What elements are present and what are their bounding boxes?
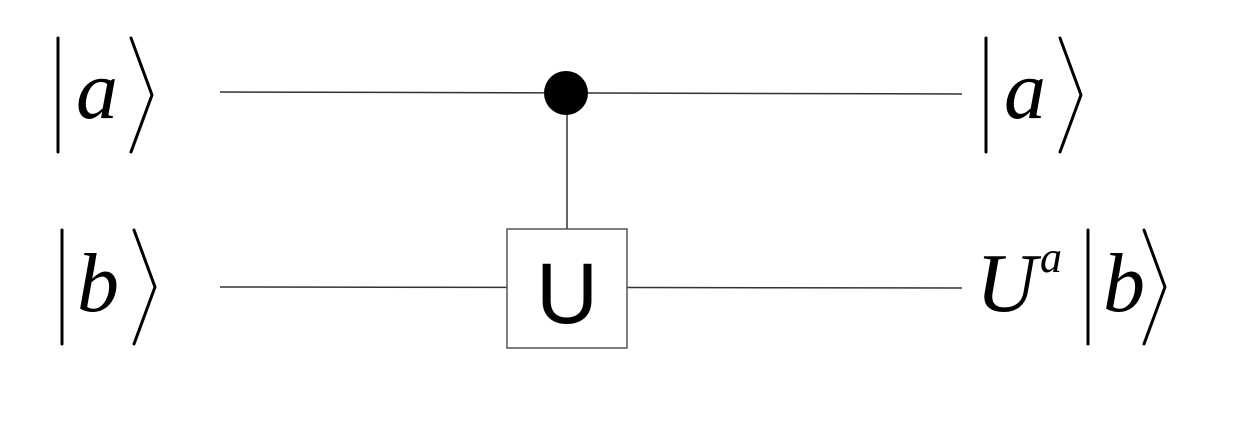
ket-symbol: b xyxy=(77,237,119,330)
output-operator: U xyxy=(976,237,1042,330)
ket-angle xyxy=(1058,36,1083,154)
ket-angle xyxy=(1142,228,1167,346)
gate-u-label: U xyxy=(536,246,598,342)
output-exponent: a xyxy=(1040,233,1062,282)
output-ket-b: U a b xyxy=(976,228,1167,346)
ket-symbol: a xyxy=(76,44,118,137)
ket-angle xyxy=(129,36,154,154)
gate-u-box xyxy=(506,228,628,349)
control-dot xyxy=(544,71,588,115)
output-ket-a: a xyxy=(984,36,1083,154)
wire-qubit-a xyxy=(219,91,963,95)
ket-symbol: b xyxy=(1103,237,1145,330)
ket-angle xyxy=(132,228,157,346)
ket-symbol: a xyxy=(1004,44,1046,137)
input-ket-b: b xyxy=(60,228,157,346)
input-ket-a: a xyxy=(56,36,154,154)
